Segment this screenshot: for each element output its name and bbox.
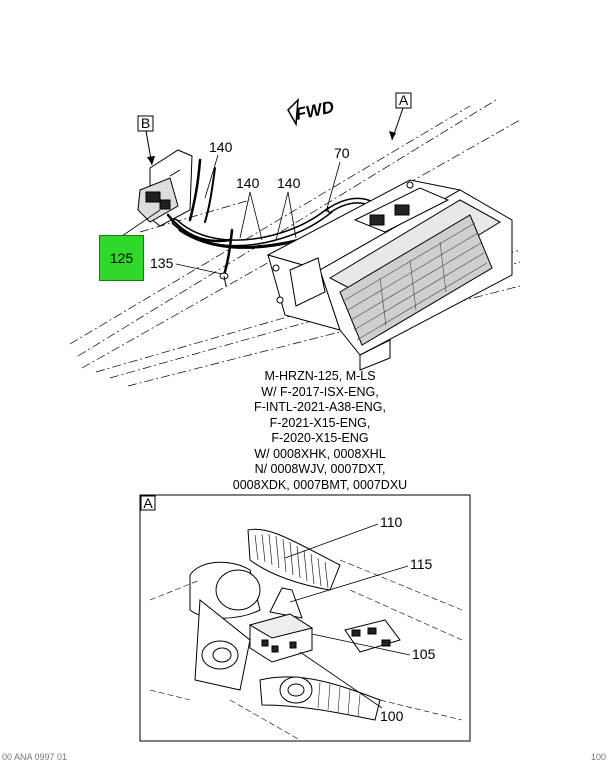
view-label-a-text: A [399,92,409,108]
callout-135[interactable]: 135 [150,255,223,275]
bracket-b-assembly [137,149,193,227]
applicability-caption: M-HRZN-125, M-LS W/ F-2017-ISX-ENG, F-IN… [180,369,460,493]
callout-105[interactable]: 105 [311,633,436,662]
detail-view-a-drawing [149,528,463,741]
detail-view-a-label-box [140,495,156,511]
svg-text:70: 70 [334,145,350,161]
view-label-b-text: B [141,115,150,131]
caption-line: W/ 0008XHK, 0008XHL [254,446,386,461]
view-label-b-main: B [137,115,155,166]
callout-125-text: 125 [109,250,134,266]
callout-100[interactable]: 100 [299,651,404,724]
svg-text:110: 110 [380,514,403,530]
callout-70[interactable]: 70 [325,145,350,213]
callout-140-right[interactable]: 140 [275,175,301,241]
caption-line: N/ 0008WJV, 0007DXT, [254,462,386,476]
callout-140-top[interactable]: 140 [204,139,233,199]
caption-line: M-HRZN-125, M-LS [264,369,376,383]
detail-view-a-label: A [143,495,153,511]
caption-line: F-2021-X15-ENG, [269,415,371,430]
callout-110[interactable]: 110 [284,514,403,559]
footer-code: 00 ANA 0997 01 [2,752,68,762]
svg-text:140: 140 [277,175,301,191]
callout-140-left[interactable]: 140 [236,175,263,241]
fwd-label: FWD [294,97,336,124]
caption-line: F-2020-X15-ENG [271,431,369,445]
svg-text:140: 140 [209,139,233,155]
svg-text:140: 140 [236,175,260,191]
callout-125-highlight[interactable]: 125 [99,235,144,281]
ground-stud [219,272,229,287]
caption-line: 0008XDK, 0007BMT, 0007DXU [232,477,408,492]
svg-text:135: 135 [150,255,174,271]
svg-text:105: 105 [412,646,436,662]
footer-page: 100 [590,752,606,762]
svg-text:100: 100 [380,708,404,724]
caption-line: W/ F-2017-ISX-ENG, [261,384,379,399]
battery-box-assembly [266,179,513,371]
view-label-a-main: A [389,92,412,141]
callout-125-leader [121,209,161,237]
caption-line: F-INTL-2021-A38-ENG, [254,400,386,414]
wire-harness [166,158,375,277]
svg-text:115: 115 [410,556,433,572]
callout-115[interactable]: 115 [289,556,433,603]
forward-indicator: FWD [287,97,336,127]
